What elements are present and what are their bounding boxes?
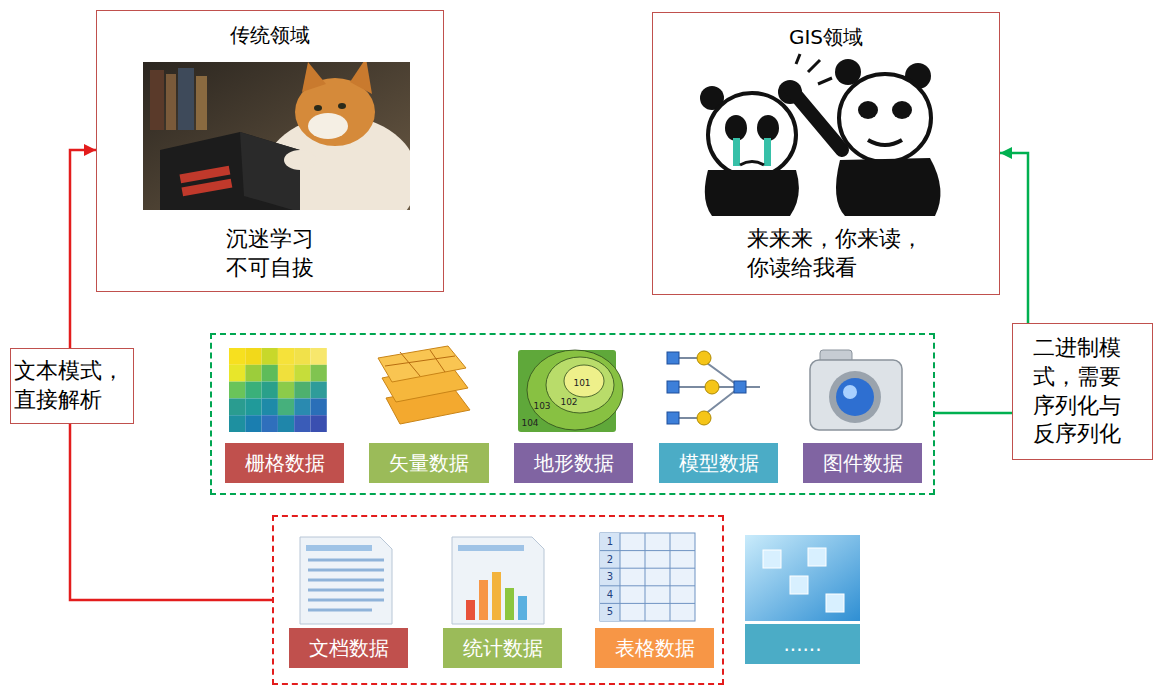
row-number: 4: [607, 590, 613, 600]
model-icon: [667, 351, 760, 425]
contour-value: 104: [521, 419, 538, 428]
tag-label: ......: [783, 632, 821, 656]
tag-label: 表格数据: [615, 636, 695, 660]
mode-note: 二进制模 式，需要 序列化与 反序列化: [1012, 323, 1153, 460]
flow-arrow: [70, 150, 96, 348]
panel-caption: 来来来，你来读， 你读给我看: [747, 225, 937, 282]
more-icon: [745, 535, 860, 621]
contour-value: 102: [560, 398, 577, 407]
row-number: 3: [607, 572, 613, 582]
flow-arrow: [1000, 153, 1028, 323]
tag-label: 文档数据: [309, 636, 389, 660]
table-icon: [600, 533, 695, 621]
text-data-group: 文档数据 统计数据 表格数据: [272, 515, 724, 685]
chart-icon: [452, 537, 544, 624]
camera-icon: [810, 350, 902, 430]
binary-data-group: 栅格数据 矢量数据 地形数据 模型数据 图件数据: [210, 333, 935, 495]
data-tag: 地形数据: [514, 443, 633, 483]
row-number: 1: [607, 537, 613, 547]
domain-panel: GIS领域来来来，你来读， 你读给我看: [652, 12, 1000, 295]
note-text: 二进制模 式，需要 序列化与 反序列化: [1033, 334, 1133, 448]
tag-label: 栅格数据: [245, 451, 325, 475]
data-tag: ......: [745, 624, 860, 664]
cat-photo: [143, 62, 410, 210]
raster-icon: [229, 348, 327, 432]
contour-value: 101: [573, 379, 590, 388]
data-tag: 栅格数据: [225, 443, 344, 483]
panda-meme: [700, 52, 955, 218]
panel-heading: 传统领域: [97, 23, 443, 47]
domain-panel: 传统领域沉迷学习 不可自拔: [96, 10, 444, 292]
tag-label: 图件数据: [823, 451, 903, 475]
flow-arrow: [935, 412, 1012, 415]
terrain-icon: [518, 350, 623, 432]
tag-label: 模型数据: [679, 451, 759, 475]
vector-icon: [378, 346, 470, 424]
row-number: 2: [607, 555, 613, 565]
data-tag: 表格数据: [595, 628, 714, 668]
data-tag: 统计数据: [443, 628, 562, 668]
note-text: 文本模式， 直接解析: [14, 357, 130, 414]
row-number: 5: [607, 607, 613, 617]
mode-note: 文本模式， 直接解析: [10, 348, 134, 424]
panel-heading: GIS领域: [653, 25, 999, 49]
contour-value: 103: [533, 402, 550, 411]
tag-label: 统计数据: [463, 636, 543, 660]
panel-caption: 沉迷学习 不可自拔: [220, 225, 320, 282]
data-tag: 图件数据: [803, 443, 922, 483]
tag-label: 地形数据: [534, 451, 614, 475]
tag-label: 矢量数据: [389, 451, 469, 475]
document-icon: [300, 537, 392, 624]
data-tag: 模型数据: [659, 443, 778, 483]
data-tag: 文档数据: [289, 628, 408, 668]
data-tag: 矢量数据: [369, 443, 489, 483]
